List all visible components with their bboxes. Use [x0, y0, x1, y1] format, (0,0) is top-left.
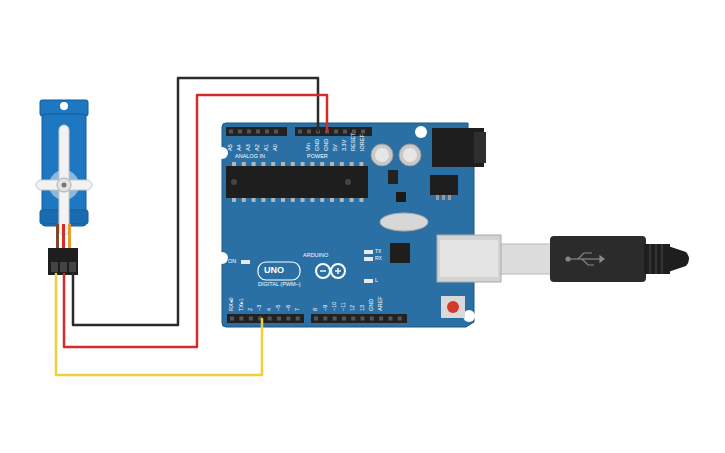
pin-label: ~11 [341, 302, 347, 311]
pin-label: A5 [228, 144, 234, 151]
pin-label: GND [369, 299, 375, 311]
pin-label: GND [315, 139, 321, 151]
board-model: UNO [264, 266, 284, 275]
pin-label: 12 [350, 305, 356, 311]
pin-label: A0 [273, 144, 279, 151]
pin-label: 2 [248, 308, 254, 311]
led-label: L [375, 278, 378, 283]
pin-label: TX▸1 [239, 298, 245, 311]
usb-cable [500, 236, 689, 282]
header-title: ANALOG IN [235, 154, 265, 160]
pin-label: ~3 [257, 305, 263, 311]
board-brand: ARDUINO [303, 253, 328, 259]
pin-label: IOREF [360, 134, 366, 151]
servo-motor [36, 100, 92, 275]
pin-label: GND [324, 139, 330, 151]
led-label: ON [228, 259, 236, 265]
pin-label: ~6 [286, 305, 292, 311]
pin-label: 8 [313, 308, 319, 311]
pin-label: Vin [306, 143, 312, 151]
led-label: RX [375, 256, 382, 261]
pin-label: A1 [264, 144, 270, 151]
pin-label: 13 [360, 305, 366, 311]
pin-label: ~10 [332, 302, 338, 311]
pin-label: AREF [378, 296, 384, 311]
pin-label: 3.3V [342, 140, 348, 151]
pin-label: RX◂0 [229, 298, 235, 311]
pin-label: 4 [267, 308, 273, 311]
pin-label: ~5 [276, 305, 282, 311]
pin-label: A4 [237, 144, 243, 151]
led-label: TX [375, 249, 381, 254]
wires [56, 78, 327, 375]
pin-label: RESET [351, 133, 357, 151]
header-title: DIGITAL (PWM~) [258, 282, 301, 288]
pin-label: 7 [295, 308, 301, 311]
pin-label: 5V [333, 144, 339, 151]
pin-label: A2 [255, 144, 261, 151]
pin-label: ~9 [323, 305, 329, 311]
header-title: POWER [307, 154, 328, 160]
pin-label: A3 [246, 144, 252, 151]
arduino-board [216, 123, 501, 327]
